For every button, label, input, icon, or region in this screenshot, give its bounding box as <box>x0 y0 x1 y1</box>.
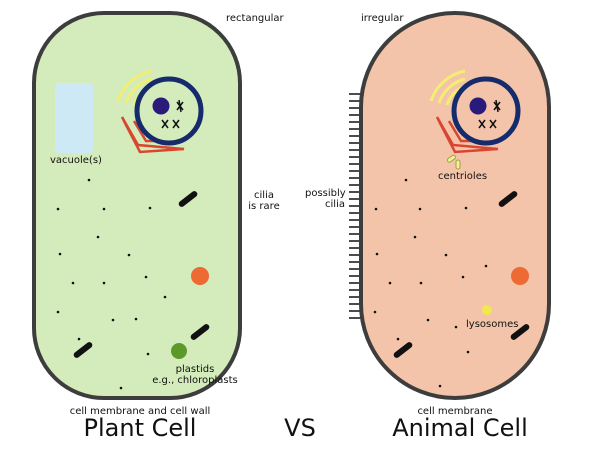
plant-cilia-label: cilia is rare <box>246 190 282 212</box>
animal-boundary-label: cell membrane <box>417 406 493 417</box>
animal-cilia-label-line1: possibly <box>305 188 346 199</box>
plant-nucleus <box>134 76 204 146</box>
plant-nucleolus <box>152 97 170 115</box>
animal-cilia-label-line2: cilia <box>325 199 345 210</box>
plant-cilia-label-line1: cilia <box>254 190 274 201</box>
animal-chromosomes <box>478 99 501 129</box>
animal-cilia-label: possibly cilia <box>305 188 346 210</box>
centrioles <box>446 154 461 170</box>
animal-mitochondrion <box>393 342 413 358</box>
animal-shape-note: irregular <box>361 13 404 24</box>
versus-label: VS <box>284 414 316 442</box>
animal-orange-organelle <box>511 267 529 285</box>
plastid <box>171 343 187 359</box>
plastids-label-line2: e.g., chloroplasts <box>152 375 238 386</box>
animal-mitochondrion <box>510 324 530 340</box>
plant-ribosomes <box>56 178 167 390</box>
lysosome <box>482 305 492 315</box>
plant-cell-title: Plant Cell <box>83 414 197 442</box>
plant-orange-organelle <box>191 267 209 285</box>
plant-shape-note: rectangular <box>226 13 284 24</box>
animal-cell-title: Animal Cell <box>392 414 528 442</box>
centrioles-label: centrioles <box>438 171 488 182</box>
plastids-label-line1: plastids <box>175 364 215 375</box>
plastids-label: plastids e.g., chloroplasts <box>140 364 250 386</box>
animal-nucleus <box>451 76 521 146</box>
vacuole <box>55 83 93 153</box>
plant-cilia-label-line2: is rare <box>248 201 280 212</box>
lysosomes-label: lysosomes <box>466 319 519 330</box>
plant-mitochondrion <box>73 342 93 358</box>
plant-mitochondrion <box>190 324 210 340</box>
vacuole-label: vacuole(s) <box>50 155 102 166</box>
plant-mitochondrion <box>178 191 198 207</box>
plant-boundary-label: cell membrane and cell wall <box>69 406 211 417</box>
animal-nucleolus <box>469 97 487 115</box>
animal-cell-membrane <box>359 11 551 400</box>
animal-ribosomes <box>373 178 488 388</box>
animal-mitochondrion <box>498 191 518 207</box>
plant-chromosomes <box>161 99 184 129</box>
plant-cell-wall <box>32 11 242 400</box>
